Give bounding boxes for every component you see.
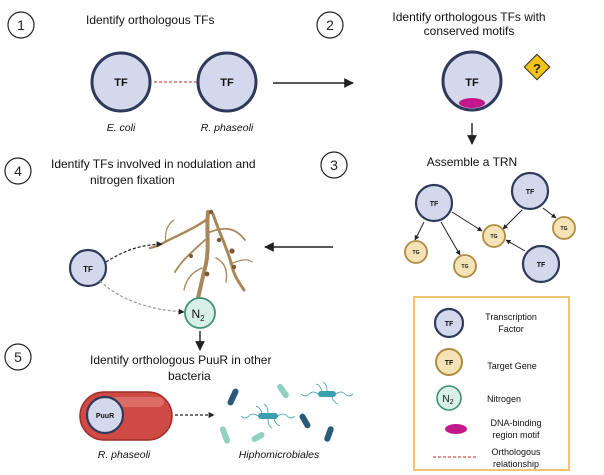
step-3-badge — [320, 151, 348, 179]
organism-rphaseoli-label: R. phaseoli — [201, 122, 254, 134]
arrow-tf-to-nitrogen — [99, 280, 185, 315]
step-3-number: 3 — [330, 157, 338, 173]
trn-tg-node — [453, 254, 477, 278]
step-4-badge — [4, 157, 32, 185]
legend-tf-swatch-label: TF — [445, 321, 454, 328]
step-3: 3 Assemble a TRN TF TF TF TG TG TG TG — [320, 151, 576, 284]
arrow-tf-to-root — [105, 241, 163, 263]
trn-tf-label: TF — [430, 201, 439, 208]
step-5: 5 Identify orthologous PuuR in other bac… — [4, 343, 354, 461]
legend-nitrogen-swatch-label: N2 — [442, 394, 453, 406]
legend-tg-text: Target Gene — [487, 361, 537, 371]
step-5-title-line1: Identify orthologous PuuR in other — [90, 353, 271, 367]
step-4: 4 Identify TFs involved in nodulation an… — [4, 157, 256, 329]
legend: TF Transcription Factor TF Target Gene N… — [413, 296, 570, 471]
legend-tg-swatch — [435, 348, 463, 376]
legend-motif-text-line2: region motif — [492, 430, 540, 440]
trn-tg-label: TG — [462, 264, 469, 270]
trn-tg-node — [404, 240, 428, 264]
trn-tg-node — [552, 216, 576, 240]
warning-question-icon: ? — [523, 53, 551, 81]
step-2-title-line2: conserved motifs — [424, 24, 515, 38]
svg-text:?: ? — [533, 61, 541, 76]
legend-tf-text-line1: Transcription — [485, 312, 537, 322]
legend-tg-swatch-label: TF — [445, 360, 454, 367]
trn-edges — [414, 207, 557, 256]
legend-ortho-text-line1: Orthologous — [491, 447, 541, 457]
step-1-number: 1 — [17, 17, 25, 33]
tf-node-motif-label: TF — [465, 77, 479, 89]
tf-node-motif — [441, 50, 503, 112]
step-5-title-line2: bacteria — [168, 369, 211, 383]
legend-motif-text-line1: DNA-binding — [490, 418, 541, 428]
tf-node-rphaseoli — [196, 51, 258, 113]
trn-tf-node — [510, 171, 550, 211]
organism-hiphomicrobiales-label: Hiphomicrobiales — [239, 449, 320, 461]
plant-root-icon — [148, 209, 253, 300]
puur-node — [85, 395, 125, 435]
legend-ortho-text-line2: relationship — [493, 459, 539, 469]
tf-node-step4-label: TF — [83, 265, 93, 274]
tf-node-step4 — [68, 248, 108, 288]
legend-nitrogen-swatch — [436, 385, 462, 411]
step-1-title: Identify orthologous TFs — [86, 13, 215, 27]
trn-tg-label: TG — [491, 234, 498, 240]
step-1: 1 Identify orthologous TFs TF TF E. coli… — [7, 11, 258, 134]
trn-tf-label: TF — [526, 189, 535, 196]
step-4-number: 4 — [14, 163, 22, 179]
step-2-title-line1: Identify orthologous TFs with — [392, 10, 545, 24]
trn-tf-node — [521, 244, 561, 284]
legend-tf-text-line2: Factor — [498, 324, 524, 334]
trn-tf-label: TF — [537, 262, 546, 269]
step-3-title: Assemble a TRN — [427, 155, 517, 169]
bacteria-cluster-icon — [219, 381, 354, 444]
tf-node-ecoli — [90, 51, 152, 113]
nitrogen-node-label: N2 — [191, 307, 205, 323]
tf-node-ecoli-label: TF — [114, 77, 128, 89]
trn-tf-node — [414, 183, 454, 223]
trn-tg-label: TG — [413, 250, 420, 256]
legend-nitrogen-text: Nitrogen — [487, 394, 521, 404]
step-2: 2 Identify orthologous TFs with conserve… — [316, 10, 551, 112]
nitrogen-node — [184, 297, 216, 329]
step-5-number: 5 — [14, 349, 22, 365]
trn-tg-node — [482, 224, 506, 248]
dna-binding-motif — [459, 98, 485, 108]
step-1-badge — [7, 11, 35, 39]
step-2-badge — [316, 11, 344, 39]
tf-node-rphaseoli-label: TF — [220, 77, 234, 89]
trn-tg-label: TG — [561, 226, 568, 232]
legend-motif-swatch — [445, 424, 467, 434]
organism-ecoli-label: E. coli — [107, 122, 136, 134]
puur-node-label: PuuR — [96, 413, 114, 420]
step-5-badge — [4, 343, 32, 371]
step-4-title-line1: Identify TFs involved in nodulation and — [51, 157, 256, 171]
organism-rphaseoli-step5-label: R. phaseoli — [98, 449, 151, 461]
legend-tf-swatch — [433, 307, 465, 339]
step-2-number: 2 — [326, 17, 334, 33]
step-4-title-line2: nitrogen fixation — [90, 173, 175, 187]
